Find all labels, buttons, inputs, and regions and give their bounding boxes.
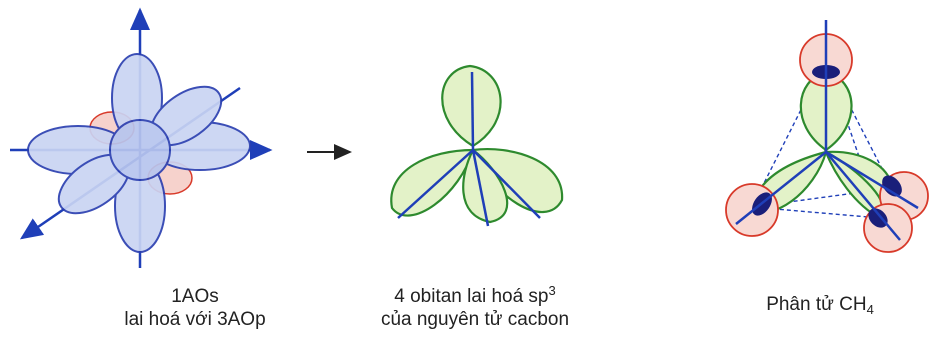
caption-right: Phân tử CH4 xyxy=(720,293,920,316)
caption-right-text: Phân tử CH xyxy=(766,294,866,315)
caption-left-line1: 1AOs xyxy=(95,285,295,308)
caption-middle-line1-text: 4 obitan lai hoá sp xyxy=(394,286,548,307)
caption-right-subscript: 4 xyxy=(867,302,874,317)
caption-left: 1AOs lai hoá với 3AOp xyxy=(95,285,295,331)
s-orbital-sphere xyxy=(110,120,170,180)
caption-left-line2: lai hoá với 3AOp xyxy=(95,308,295,331)
bond-axis-up xyxy=(472,72,473,150)
caption-middle: 4 obitan lai hoá sp3 của nguyên tử cacbo… xyxy=(355,285,595,331)
caption-middle-line1: 4 obitan lai hoá sp3 xyxy=(355,285,595,308)
panel-s-p-orbitals xyxy=(10,10,270,268)
panel-ch4-molecule xyxy=(726,20,928,252)
caption-middle-line2: của nguyên tử cacbon xyxy=(355,308,595,331)
caption-middle-superscript: 3 xyxy=(549,283,556,298)
panel-sp3-orbitals xyxy=(391,66,562,226)
